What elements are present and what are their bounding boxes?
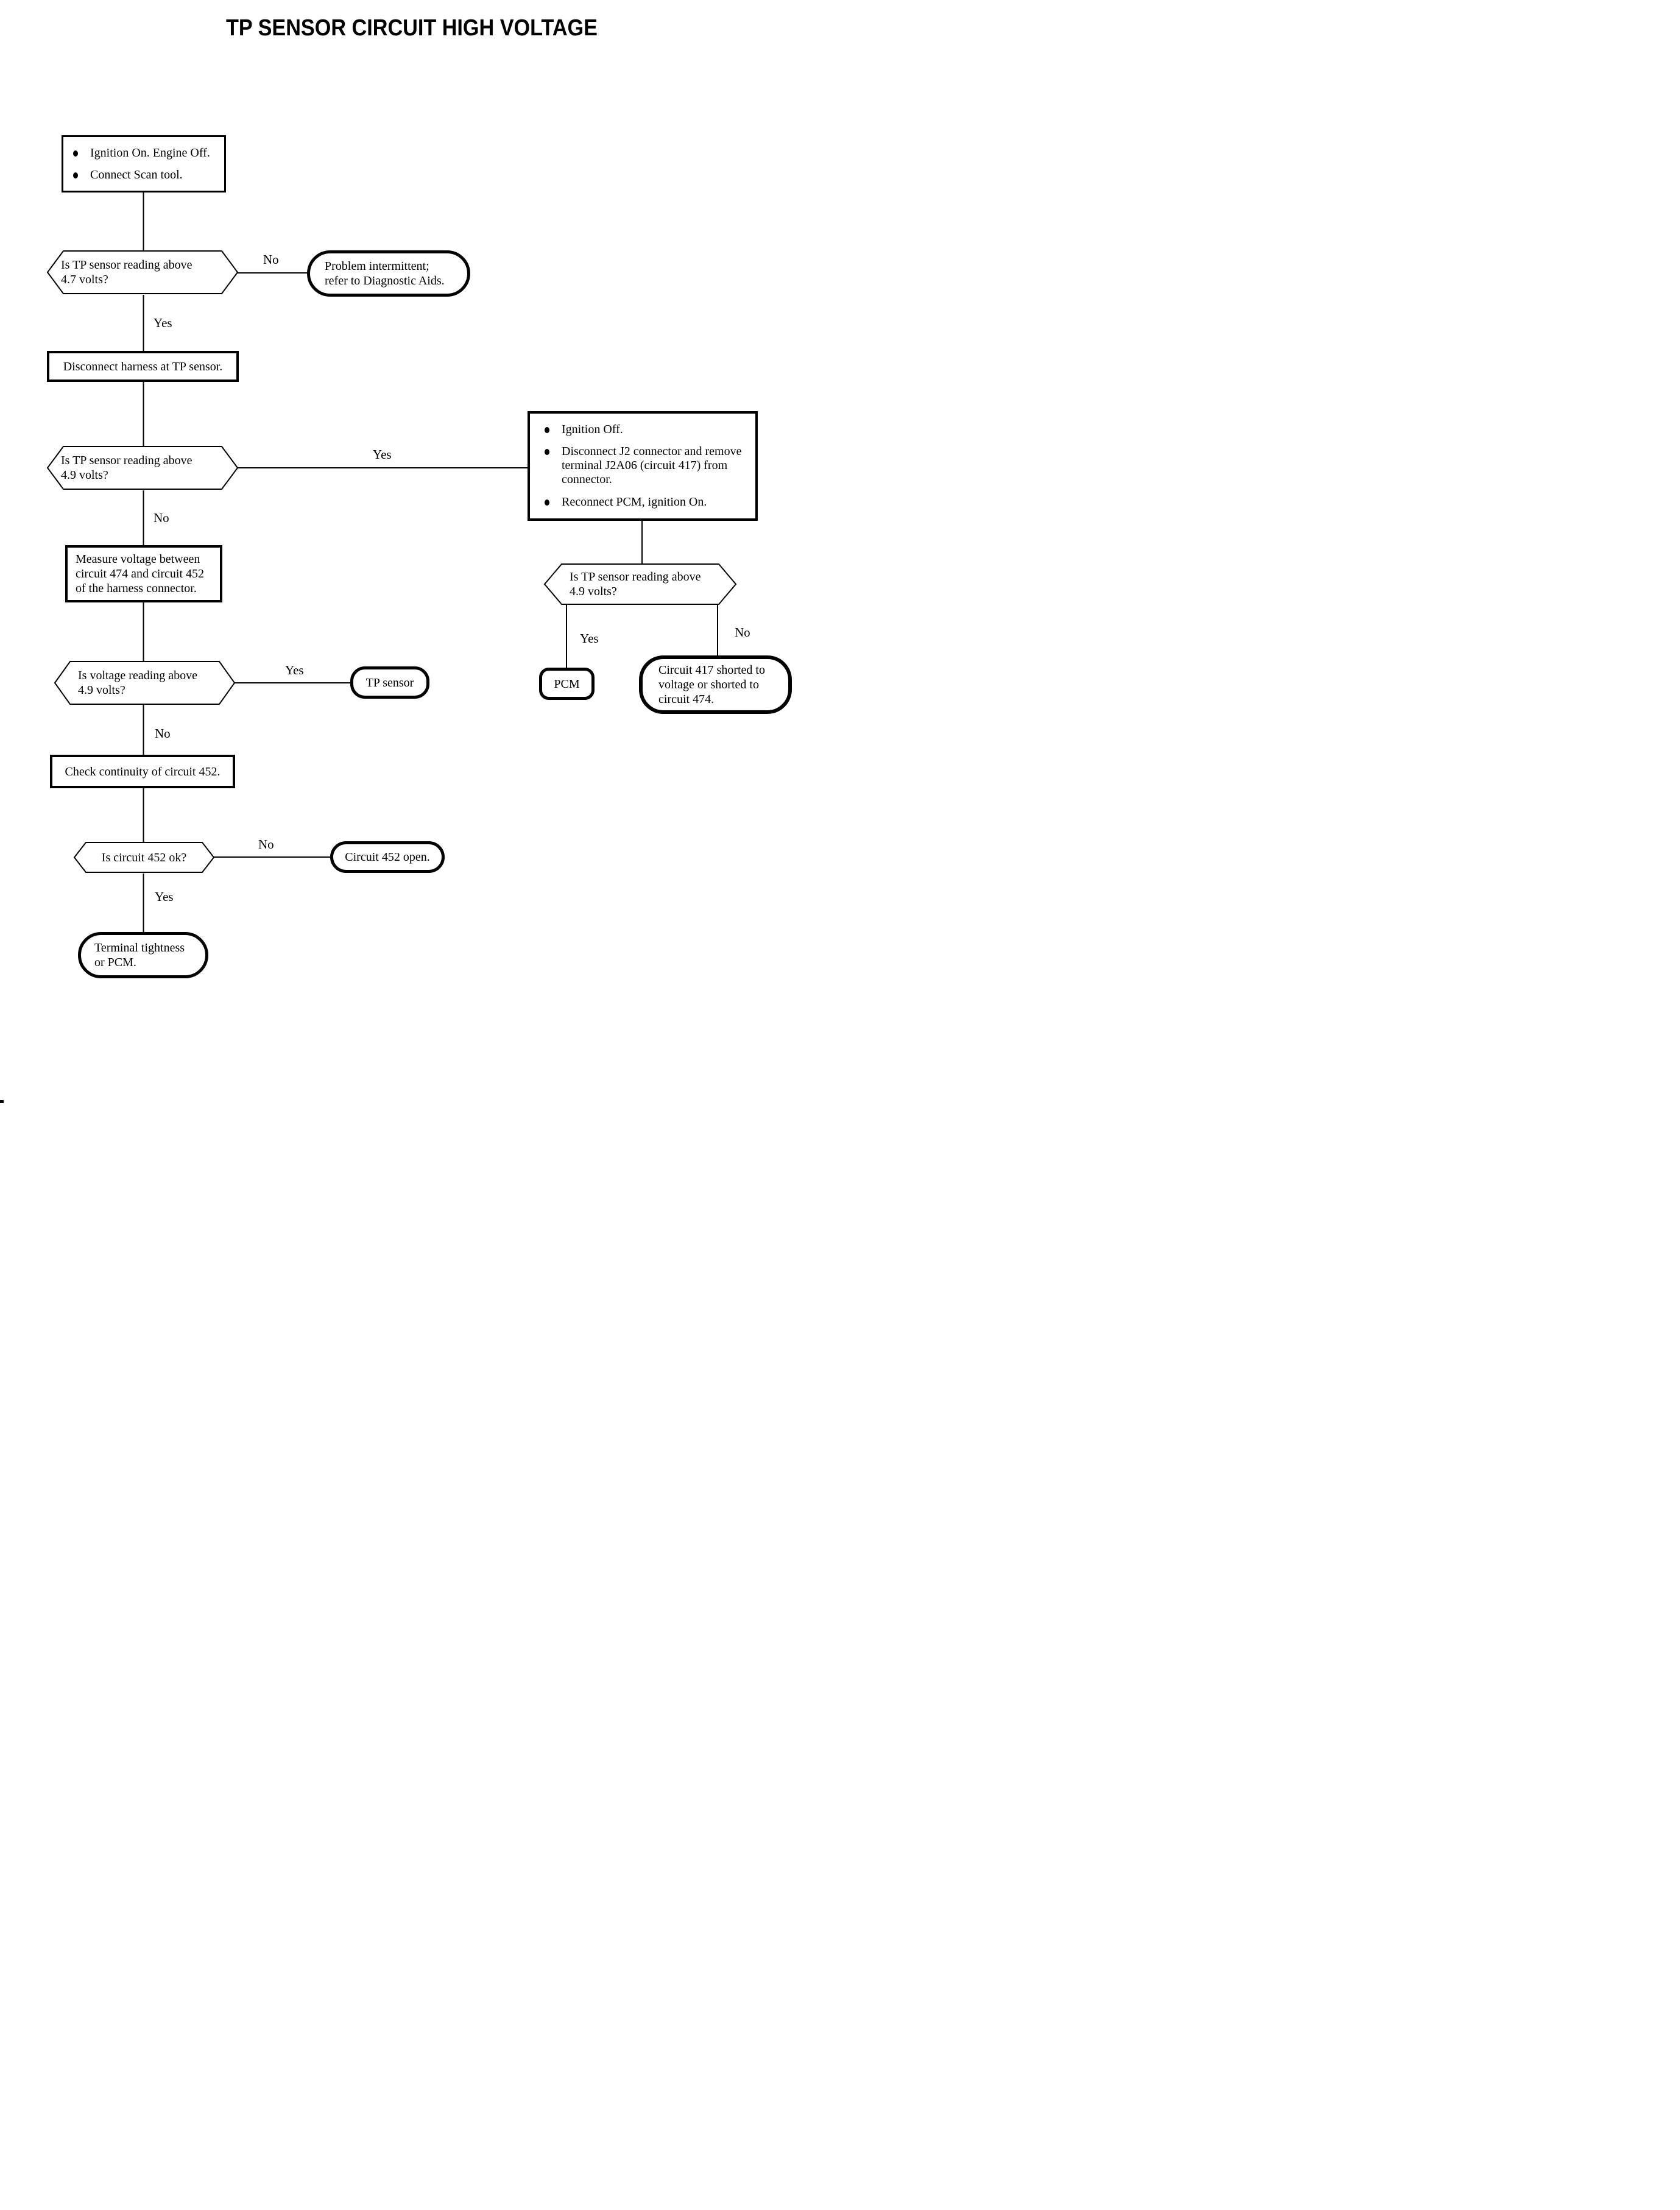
bullet-icon <box>545 449 549 456</box>
decision-circuit-452-ok: Is circuit 452 ok? <box>73 841 215 874</box>
hexagon-shape <box>46 446 239 490</box>
decision-tp-above-4-9-after: Is TP sensor reading above 4.9 volts? <box>543 563 737 605</box>
decision-text: Is TP sensor reading above 4.7 volts? <box>61 258 192 286</box>
edge-label-yes: Yes <box>154 316 172 330</box>
edge-label-no: No <box>154 510 169 525</box>
bullet-text: Reconnect PCM, ignition On. <box>562 495 707 509</box>
step-start: Ignition On. Engine Off. Connect Scan too… <box>62 135 226 192</box>
connector-lines <box>143 192 718 933</box>
step-measure-voltage: Measure voltage between circuit 474 and … <box>65 545 222 602</box>
hexagon-shape <box>73 842 215 873</box>
terminator-tp-sensor: TP sensor <box>350 666 429 699</box>
bullet-icon <box>545 500 549 506</box>
flowchart-page: TP SENSOR CIRCUIT HIGH VOLTAGE Ignition … <box>0 0 840 1105</box>
edge-label-no: No <box>258 837 274 852</box>
bullet-item: Reconnect PCM, ignition On. <box>545 495 749 509</box>
decision-tp-above-4-7: Is TP sensor reading above 4.7 volts? <box>46 250 239 295</box>
edge-label-no: No <box>263 252 279 267</box>
bullet-text: Ignition On. Engine Off. <box>90 146 210 160</box>
decision-text: Is circuit 452 ok? <box>101 850 187 864</box>
terminator-terminal-tightness: Terminal tightness or PCM. <box>78 932 208 978</box>
bullet-icon <box>73 150 78 157</box>
edge-label-no: No <box>155 726 171 741</box>
edge-label-yes: Yes <box>373 447 392 462</box>
terminator-pcm: PCM <box>539 668 595 700</box>
edge-label-yes: Yes <box>285 663 304 677</box>
edge-label-yes: Yes <box>155 889 174 904</box>
decision-text: Is TP sensor reading above 4.9 volts? <box>61 454 192 482</box>
bullet-text: Disconnect J2 connector and remove termi… <box>562 445 742 487</box>
step-check-continuity: Check continuity of circuit 452. <box>50 755 235 788</box>
hexagon-shape <box>54 661 236 705</box>
terminator-circuit-417-shorted: Circuit 417 shorted to voltage or shorte… <box>639 655 792 714</box>
bullet-item: Connect Scan tool. <box>73 168 218 182</box>
hexagon-shape <box>46 250 239 294</box>
edge-label-yes: Yes <box>580 631 599 646</box>
terminator-problem-intermittent: Problem intermittent; refer to Diagnosti… <box>307 250 470 297</box>
bullet-item: Ignition On. Engine Off. <box>73 146 218 160</box>
step-disconnect-harness: Disconnect harness at TP sensor. <box>47 351 239 382</box>
decision-tp-above-4-9: Is TP sensor reading above 4.9 volts? <box>46 445 239 490</box>
scan-artifact <box>0 1100 4 1103</box>
hexagon-shape <box>543 563 737 605</box>
bullet-text: Connect Scan tool. <box>90 168 183 182</box>
decision-voltage-above-4-9: Is voltage reading above 4.9 volts? <box>54 660 236 705</box>
bullet-icon <box>73 172 78 178</box>
terminator-circuit-452-open: Circuit 452 open. <box>330 841 445 873</box>
page-title: TP SENSOR CIRCUIT HIGH VOLTAGE <box>226 15 598 41</box>
bullet-text: Ignition Off. <box>562 422 623 436</box>
bullet-item: Disconnect J2 connector and remove termi… <box>545 445 749 487</box>
bullet-item: Ignition Off. <box>545 423 749 437</box>
step-ignition-off-steps: Ignition Off. Disconnect J2 connector and… <box>528 411 758 521</box>
decision-text: Is TP sensor reading above 4.9 volts? <box>570 570 701 598</box>
bullet-icon <box>545 426 549 433</box>
edge-label-no: No <box>735 625 750 640</box>
decision-text: Is voltage reading above 4.9 volts? <box>78 669 198 697</box>
